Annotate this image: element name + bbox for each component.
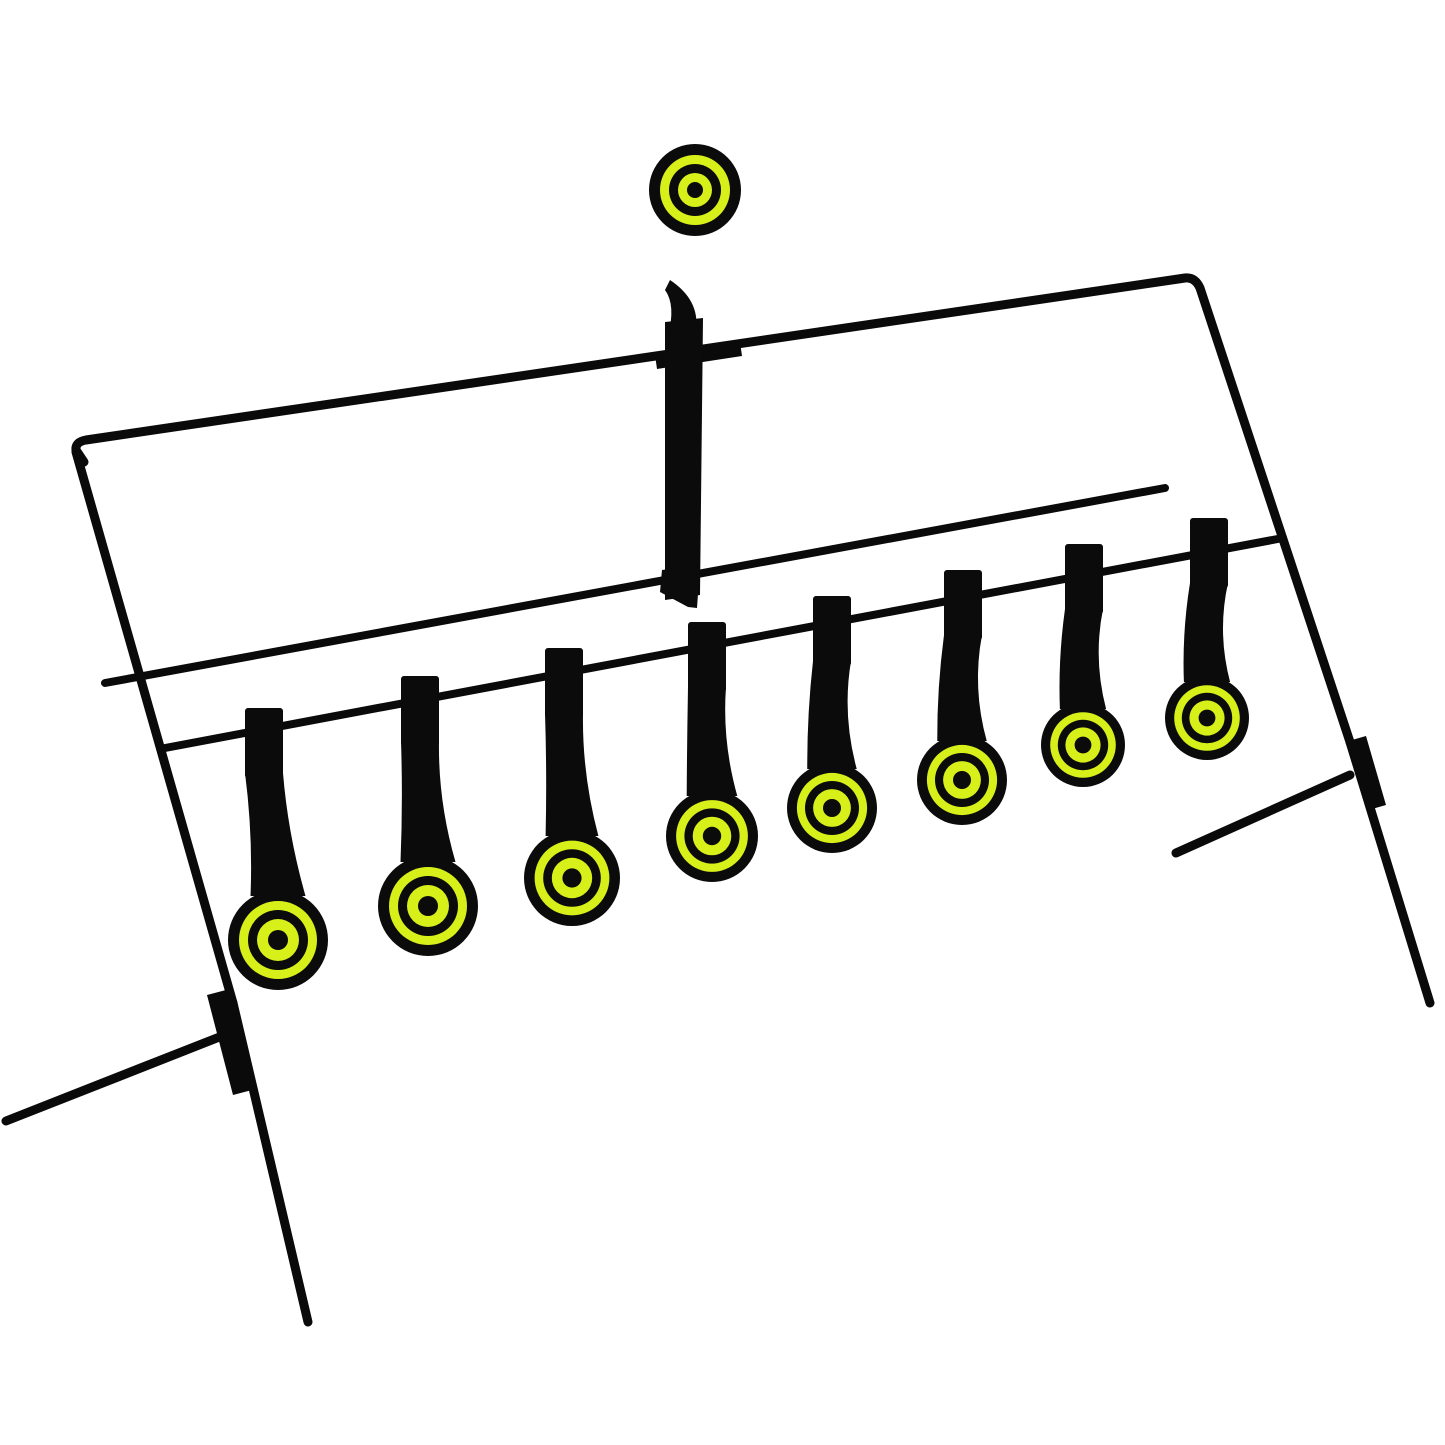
right-leg-rod bbox=[1345, 737, 1435, 1008]
spinner-twist-neck bbox=[545, 713, 599, 836]
left-side-rod bbox=[71, 447, 238, 1008]
steel-frame bbox=[1, 273, 1435, 1327]
reset-target-bullseye bbox=[687, 182, 703, 198]
spinner-target bbox=[917, 570, 1007, 825]
left-foot-rod bbox=[1, 1031, 227, 1126]
left-joint-sleeve bbox=[207, 990, 252, 1095]
spinner-twist-neck bbox=[1183, 583, 1231, 682]
right-joint-sleeve bbox=[1352, 736, 1386, 809]
spinner-twist-neck bbox=[937, 635, 987, 741]
spinner-hanger-tab bbox=[401, 676, 439, 746]
right-foot-rod bbox=[1171, 770, 1355, 858]
spinner-targets bbox=[228, 518, 1249, 990]
spinner-target-bullseye bbox=[953, 771, 971, 789]
spinner-target-bullseye bbox=[1074, 736, 1092, 754]
spinner-twist-neck bbox=[245, 773, 306, 896]
spinner-target bbox=[666, 622, 758, 882]
reset-target bbox=[649, 144, 741, 236]
middle-rod bbox=[101, 484, 1169, 687]
spinner-target bbox=[378, 676, 478, 956]
spinner-target-bullseye bbox=[418, 896, 438, 916]
top-frame-rod bbox=[71, 273, 1355, 747]
spinner-hanger-tab bbox=[1065, 544, 1103, 614]
spinner-hanger-tab bbox=[944, 570, 982, 640]
spinner-twist-neck bbox=[686, 687, 738, 796]
spinner-hanger-tab bbox=[1190, 518, 1228, 588]
reset-paddle-plate bbox=[665, 318, 703, 600]
spinner-target-bullseye bbox=[702, 826, 722, 846]
spinner-target-bullseye bbox=[823, 799, 841, 817]
spinner-target-bullseye bbox=[268, 930, 288, 950]
spinner-hanger-tab bbox=[545, 648, 583, 718]
spinner-target-bullseye bbox=[562, 868, 582, 888]
spinner-target bbox=[1165, 518, 1249, 760]
reset-paddle-twist bbox=[665, 280, 697, 336]
spinner-target-bullseye bbox=[1198, 709, 1216, 727]
spinner-twist-neck bbox=[400, 741, 456, 862]
spinner-hanger-tab bbox=[245, 708, 283, 778]
spinner-twist-neck bbox=[807, 661, 857, 769]
reset-paddle bbox=[660, 280, 703, 608]
spinner-target bbox=[524, 648, 620, 926]
left-leg-rod bbox=[228, 998, 313, 1327]
spinner-hanger-tab bbox=[813, 596, 851, 666]
spinner-twist-neck bbox=[1059, 609, 1107, 709]
spinner-target bbox=[228, 708, 328, 990]
spinner-target bbox=[787, 596, 877, 853]
spinner-hanger-tab bbox=[688, 622, 726, 692]
spinner-target bbox=[1041, 544, 1125, 787]
reset-paddle-bend bbox=[660, 565, 700, 608]
